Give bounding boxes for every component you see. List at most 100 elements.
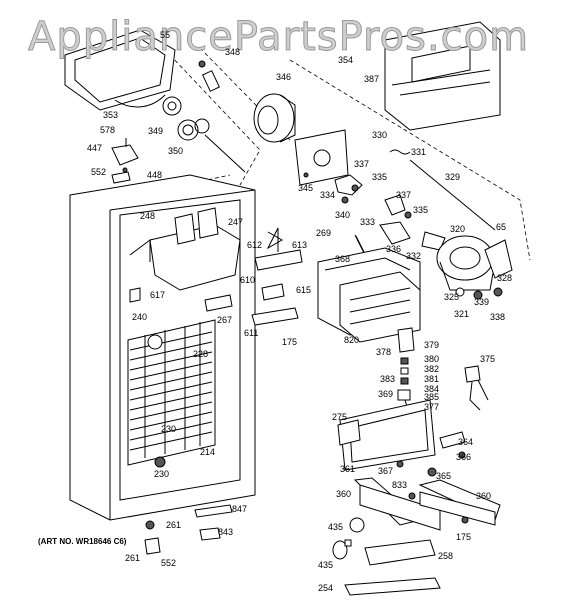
part-label: 369 xyxy=(378,389,393,399)
part-label: 354 xyxy=(338,55,353,65)
part-label: 230 xyxy=(154,469,169,479)
part-labels: 55 348 353 349 346 354 387 578 350 447 5… xyxy=(87,30,512,593)
part-label: 379 xyxy=(424,340,439,350)
part-label: 335 xyxy=(413,205,428,215)
part-label: 230 xyxy=(161,424,176,434)
part-label: 339 xyxy=(474,297,489,307)
part-label: 338 xyxy=(490,312,505,322)
part-label: 615 xyxy=(296,285,311,295)
part-label: 335 xyxy=(372,172,387,182)
part-label: 321 xyxy=(454,309,469,319)
part-label: 175 xyxy=(456,532,471,542)
part-label: 820 xyxy=(344,335,359,345)
part-label: 325 xyxy=(444,292,459,302)
dispenser-trim xyxy=(364,539,436,566)
part-label: 578 xyxy=(100,125,115,135)
wiring-harness xyxy=(464,365,489,411)
part-label: 269 xyxy=(316,228,331,238)
part-label: 345 xyxy=(298,183,313,193)
part-label: 247 xyxy=(228,217,243,227)
part-label: 248 xyxy=(140,211,155,221)
part-label: 331 xyxy=(411,147,426,157)
part-label: 448 xyxy=(147,170,162,180)
lower-small-parts xyxy=(144,504,233,555)
kick-plate xyxy=(344,577,441,596)
part-label: 267 xyxy=(217,315,232,325)
part-label: 228 xyxy=(193,349,208,359)
part-label: 332 xyxy=(406,251,421,261)
door-chute-assembly xyxy=(384,21,501,131)
part-label: 368 xyxy=(335,254,350,264)
part-label: 361 xyxy=(340,464,355,474)
part-label: 336 xyxy=(386,244,401,254)
part-label: 375 xyxy=(480,354,495,364)
part-label: 353 xyxy=(103,110,118,120)
part-label: 611 xyxy=(244,328,258,338)
part-label: 383 xyxy=(380,374,395,384)
part-label: 350 xyxy=(168,146,183,156)
slide-rails xyxy=(349,477,501,533)
part-label: 175 xyxy=(282,337,297,347)
part-label: 254 xyxy=(318,583,333,593)
part-label: 346 xyxy=(276,72,291,82)
part-label: 364 xyxy=(458,437,473,447)
part-label: 275 xyxy=(332,412,347,422)
motor-mount-plate xyxy=(294,129,349,186)
linkage-parts xyxy=(334,149,496,277)
part-label: 385 xyxy=(424,392,439,402)
part-label: 617 xyxy=(150,290,165,300)
part-label: 320 xyxy=(450,224,465,234)
part-label: 360 xyxy=(336,489,351,499)
part-label: 261 xyxy=(125,553,140,563)
part-label: 380 xyxy=(424,354,439,364)
part-label: 214 xyxy=(200,447,215,457)
light-bulb xyxy=(332,539,352,560)
part-label: 366 xyxy=(456,452,471,462)
ice-bucket xyxy=(129,207,241,291)
part-label: 833 xyxy=(392,480,407,490)
ice-maker-gear-motor xyxy=(436,235,513,300)
part-label: 340 xyxy=(335,210,350,220)
ice-maker-unit xyxy=(317,247,421,343)
part-label: 55 xyxy=(160,30,170,40)
part-label: 613 xyxy=(292,240,307,250)
part-label: 552 xyxy=(91,167,106,177)
cabinet-small-parts xyxy=(129,287,233,468)
part-label: 843 xyxy=(218,527,233,537)
part-label: 329 xyxy=(445,172,460,182)
part-label: 552 xyxy=(161,558,176,568)
evaporator-coil xyxy=(127,319,216,466)
part-label: 261 xyxy=(166,520,181,530)
part-label: 384 xyxy=(424,384,439,394)
part-label: 378 xyxy=(376,347,391,357)
part-label: 612 xyxy=(247,240,262,250)
part-label: 333 xyxy=(360,217,375,227)
part-label: 334 xyxy=(320,190,335,200)
part-label: 381 xyxy=(424,374,439,384)
part-label: 337 xyxy=(396,190,411,200)
part-label: 337 xyxy=(354,159,369,169)
dispenser-control-parts xyxy=(397,327,415,411)
part-label: 328 xyxy=(497,273,512,283)
part-label: 435 xyxy=(328,522,343,532)
part-label: 387 xyxy=(364,74,379,84)
part-label: 377 xyxy=(424,402,439,412)
part-label: 435 xyxy=(318,560,333,570)
small-loose-parts-left xyxy=(111,138,139,184)
fan-and-brackets xyxy=(251,227,303,326)
art-number: (ART NO. WR18646 C6) xyxy=(38,537,127,546)
dispenser-tray-assembly xyxy=(64,29,176,111)
part-label: 367 xyxy=(378,466,393,476)
part-label: 360 xyxy=(476,491,491,501)
part-label: 349 xyxy=(148,126,163,136)
part-label: 610 xyxy=(240,275,255,285)
watermark-text: AppliancePartsPros.com xyxy=(28,14,529,60)
part-label: 382 xyxy=(424,364,439,374)
part-label: 447 xyxy=(87,143,102,153)
part-label: 847 xyxy=(232,504,247,514)
part-label: 240 xyxy=(132,312,147,322)
dispenser-motor xyxy=(253,93,296,143)
auger-motor-parts xyxy=(162,60,246,173)
